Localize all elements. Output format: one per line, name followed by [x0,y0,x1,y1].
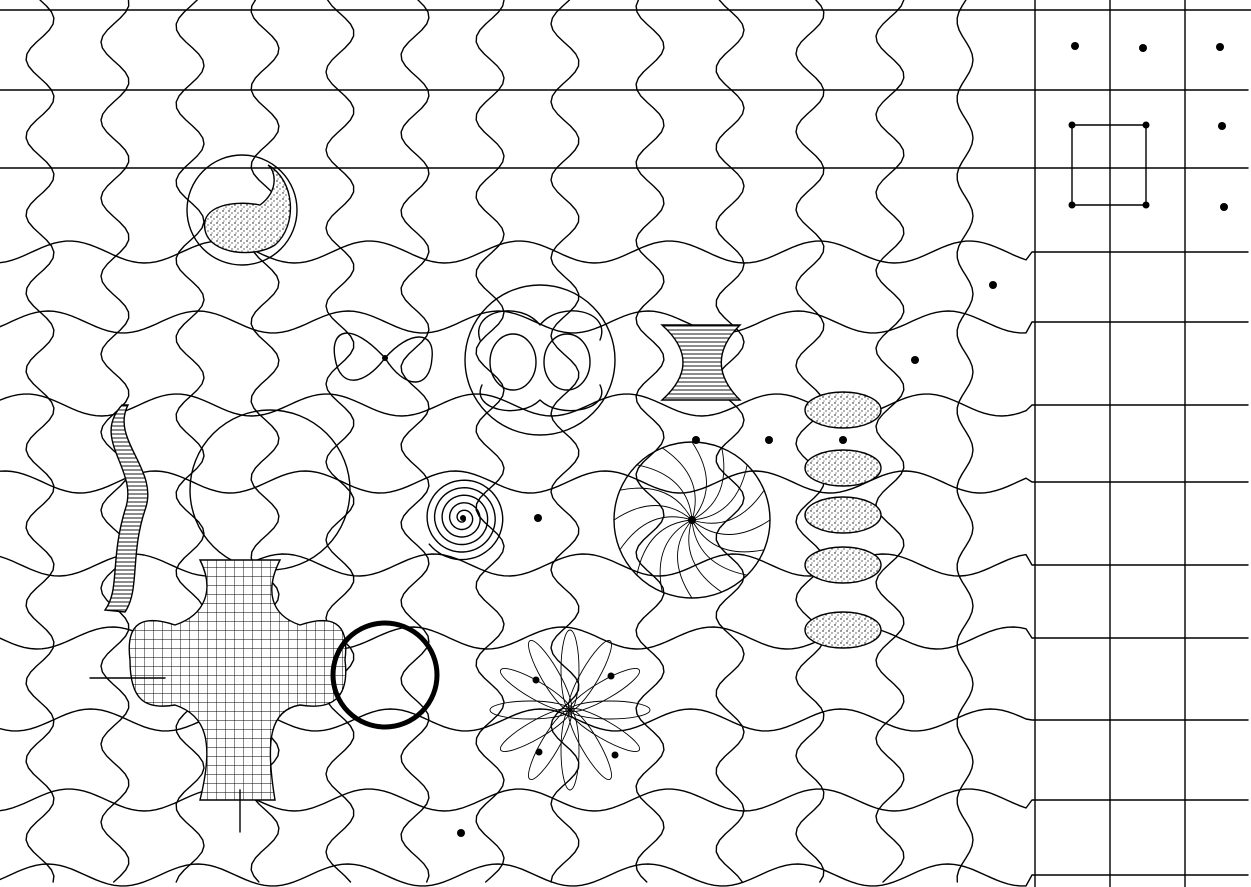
point [989,281,997,289]
grid-line-vertical [176,0,204,882]
grid-line-horizontal [0,789,1248,811]
point [911,356,919,364]
point [1220,203,1228,211]
teardrop-stippled [187,155,297,265]
grid-line-vertical [796,0,824,882]
petal-rosette [490,630,650,790]
point [457,829,465,837]
grid-line-vertical [957,0,973,882]
spiral [427,480,503,559]
square-with-corner-points [1069,122,1150,209]
wavy-ribbon-hatched [105,405,148,612]
grid-line-vertical [636,0,664,882]
point [1218,122,1226,130]
point [1071,42,1079,50]
pinwheel-circle [614,442,770,598]
grid-line-vertical [326,0,354,882]
stippled-column [805,392,881,648]
point [839,436,847,444]
point [534,514,542,522]
figure-eight-curve [334,333,432,382]
point [1216,43,1224,51]
grid-line-vertical [26,0,54,882]
point [765,436,773,444]
point [1139,44,1147,52]
grid-line-vertical [401,0,429,882]
grid-line-vertical [716,0,744,882]
meshed-cross [129,560,346,800]
grid-line-horizontal [0,241,1248,263]
grid-line-vertical [476,0,504,882]
grid-line-vertical [551,0,579,882]
grid-line-vertical [876,0,904,882]
grid-line-horizontal [0,394,1248,416]
grid-line-horizontal [0,709,1248,731]
bold-circle [333,623,437,727]
